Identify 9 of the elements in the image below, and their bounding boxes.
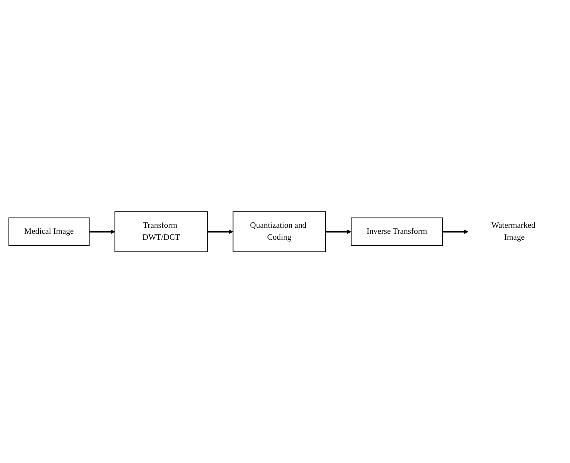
node-box: Inverse Transform bbox=[351, 217, 444, 246]
node-box: Quantization and Coding bbox=[232, 211, 326, 252]
node-text: Watermarked Image bbox=[492, 220, 536, 242]
node-box: Medical Image bbox=[8, 217, 90, 246]
arrow bbox=[326, 229, 352, 234]
node-box: Transform DWT/DCT bbox=[114, 211, 208, 252]
arrow bbox=[442, 229, 469, 234]
arrow bbox=[208, 229, 234, 234]
arrow bbox=[89, 229, 116, 234]
